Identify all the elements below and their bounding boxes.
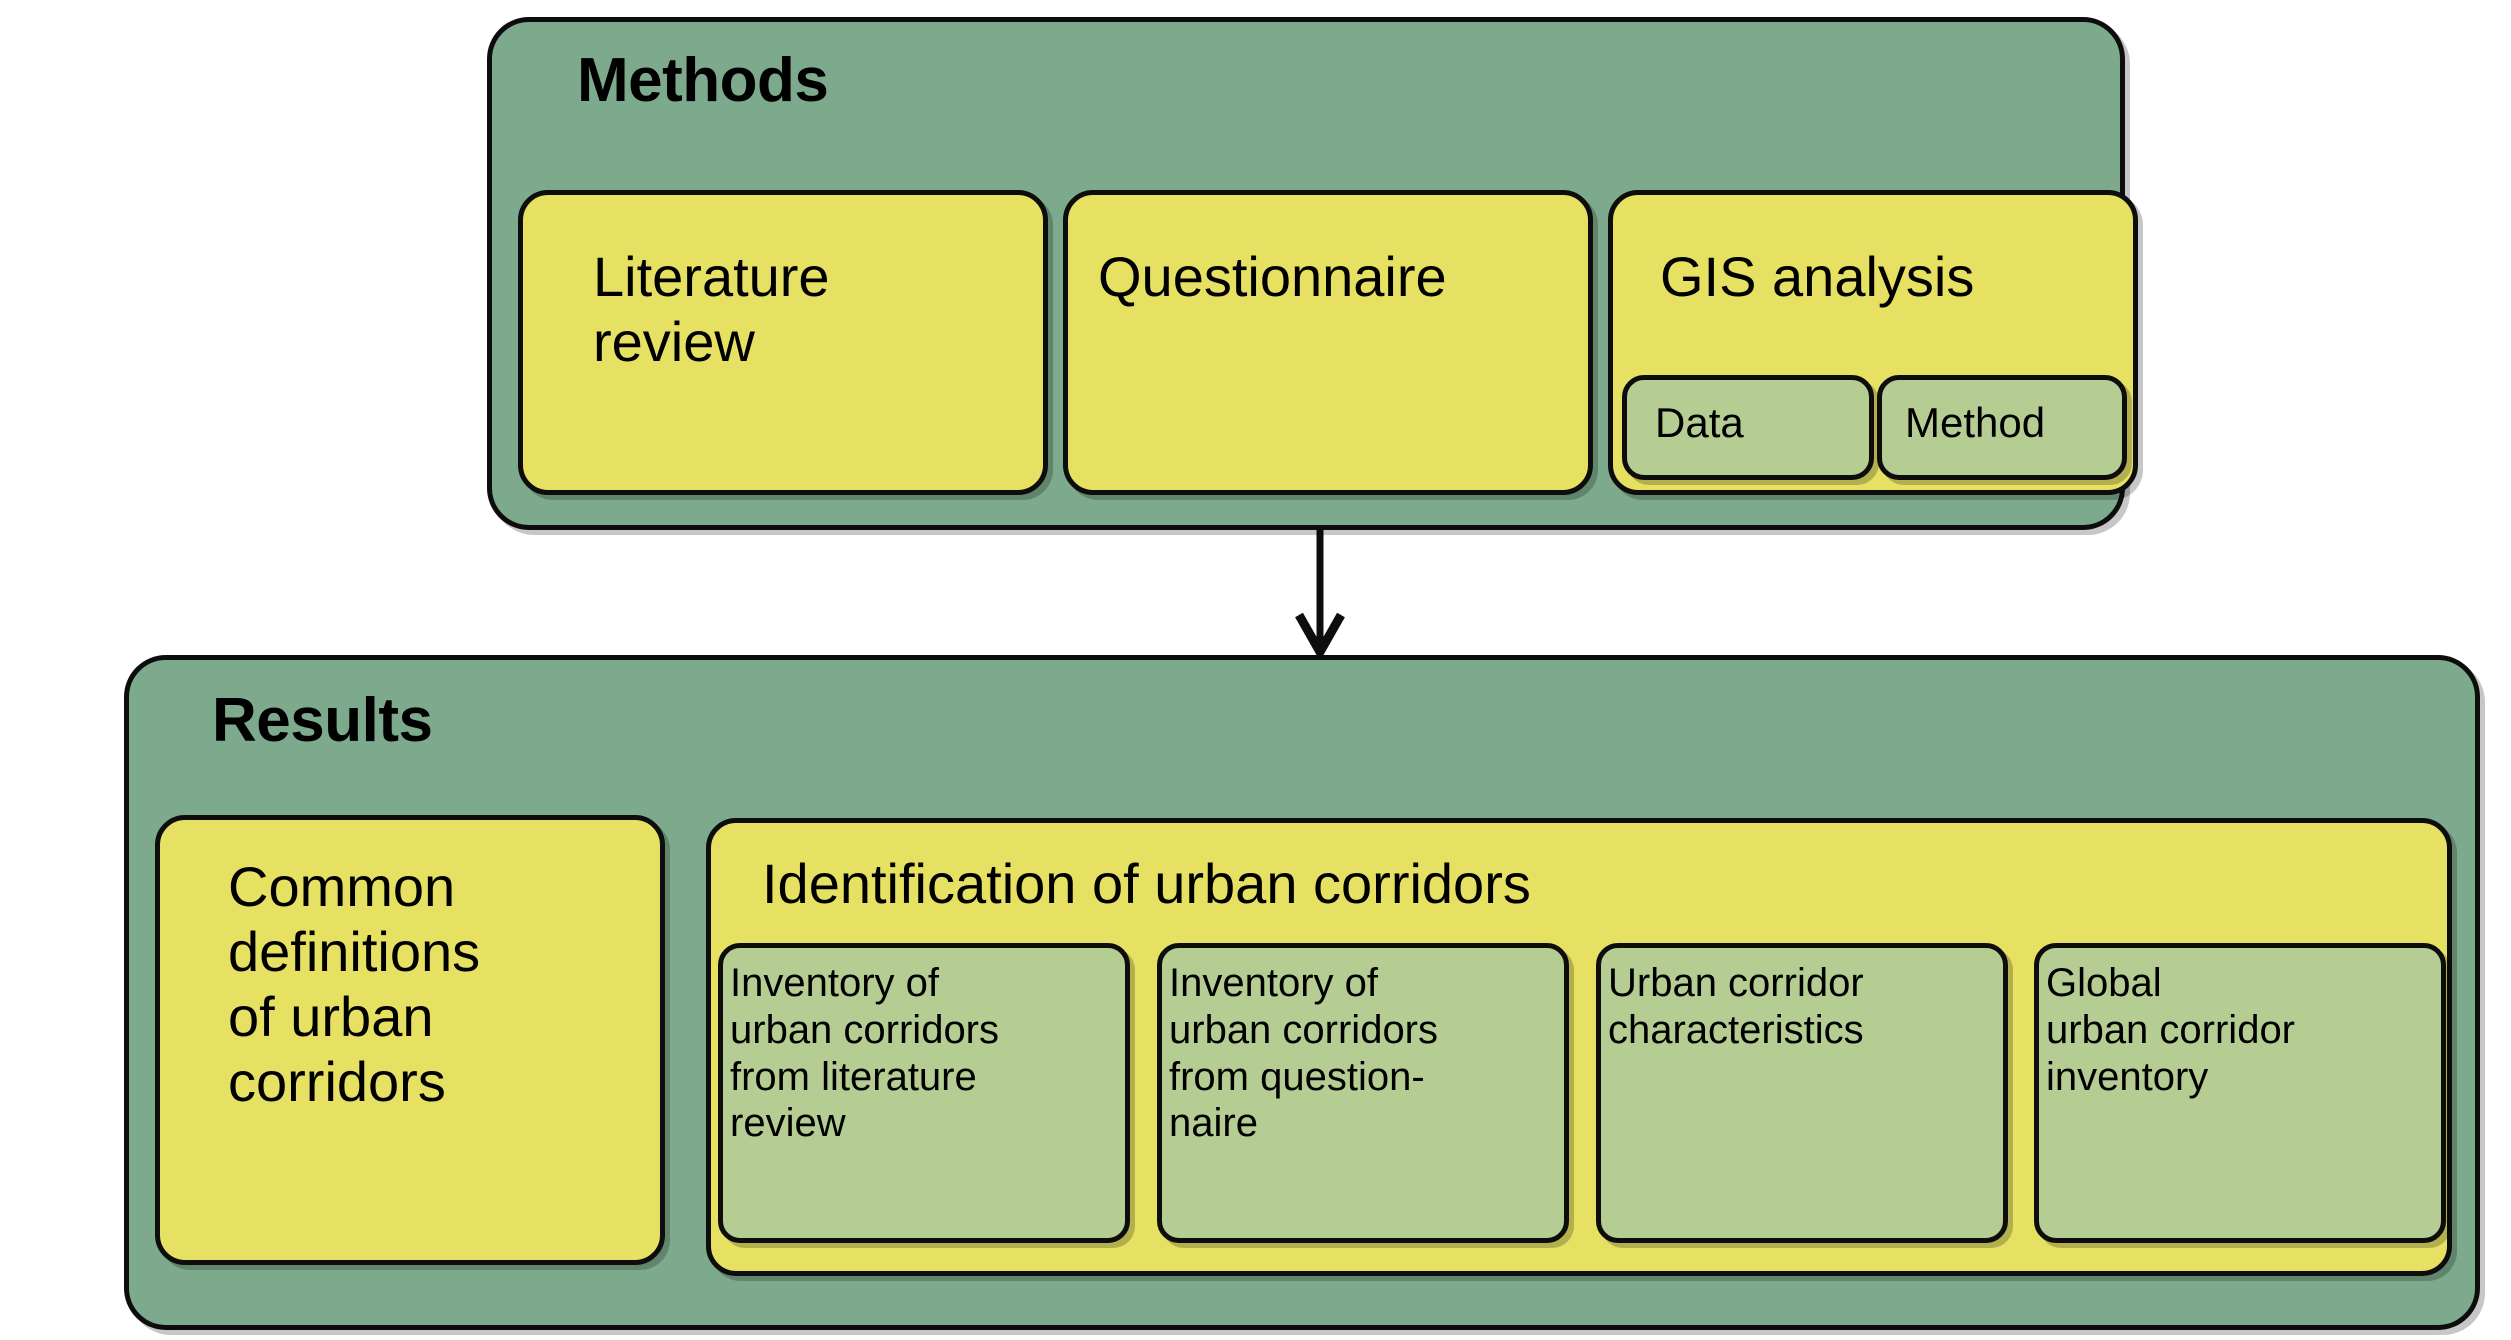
results-subcard-global-inventory[interactable]: [2034, 943, 2446, 1243]
methods-card-questionnaire[interactable]: [1063, 190, 1593, 495]
results-section-title: Results: [212, 686, 433, 755]
methods-card-literature-review[interactable]: [518, 190, 1048, 495]
results-subcard-inventory-literature-label: Inventory of urban corridors from litera…: [730, 961, 1000, 1146]
arrow-down-icon: [1295, 527, 1345, 662]
results-subcard-inventory-questionnaire-label: Inventory of urban corridors from questi…: [1169, 961, 1439, 1146]
results-subcard-inventory-questionnaire[interactable]: [1157, 943, 1569, 1243]
results-card-common-definitions[interactable]: [155, 815, 665, 1265]
results-subcard-global-inventory-label: Global urban corridor inventory: [2046, 961, 2296, 1099]
connector-arrow-methods-to-results: [1285, 527, 1355, 662]
results-card-common-definitions-label: Common definitions of urban corridors: [228, 855, 481, 1113]
methods-subcard-data[interactable]: [1622, 375, 1874, 480]
methods-section-title: Methods: [577, 46, 829, 115]
results-subcard-inventory-literature[interactable]: [718, 943, 1130, 1243]
results-card-identification-label: Identification of urban corridors: [762, 852, 1531, 915]
results-subcard-urban-corridor-characteristics[interactable]: [1596, 943, 2008, 1243]
methods-card-questionnaire-label: Questionnaire: [1098, 245, 1447, 308]
methods-card-gis-analysis-label: GIS analysis: [1660, 245, 1975, 308]
methods-subcard-method-label: Method: [1905, 399, 2046, 446]
methods-subcard-data-label: Data: [1655, 399, 1744, 446]
results-subcard-urban-corridor-characteristics-label: Urban corridor characteristics: [1608, 961, 1864, 1052]
methods-card-literature-review-label: Literature review: [593, 245, 830, 373]
methods-subcard-method[interactable]: [1877, 375, 2127, 480]
